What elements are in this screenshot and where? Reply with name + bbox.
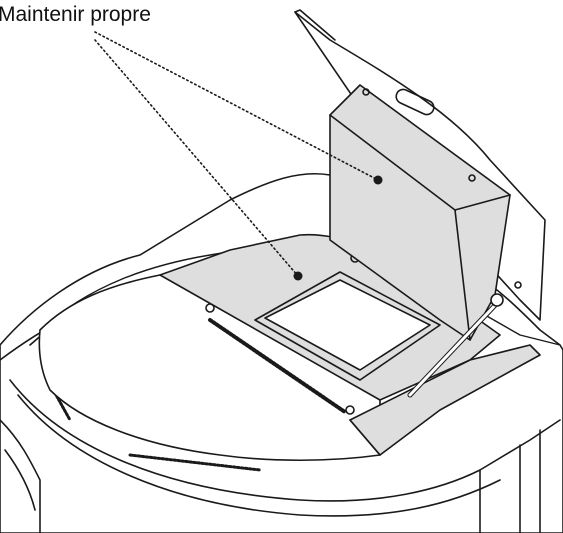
leader-to-lid <box>94 31 379 181</box>
callout-label: Maintenir propre <box>0 3 151 26</box>
callout-dot-compartment <box>293 271 303 281</box>
callout-leaders <box>94 31 379 277</box>
lid-box <box>329 84 522 341</box>
lid-strut <box>407 293 504 398</box>
left-cover <box>38 274 381 462</box>
right-cover <box>349 344 541 456</box>
callout-dot-lid <box>373 175 383 185</box>
